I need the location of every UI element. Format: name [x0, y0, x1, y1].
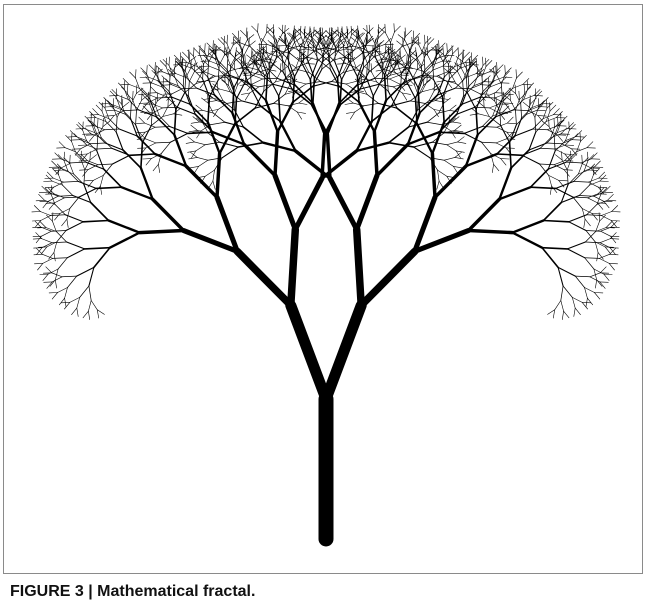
- figure-caption: FIGURE 3 | Mathematical fractal.: [10, 583, 255, 601]
- figure-panel: [3, 4, 643, 574]
- fractal-tree-image: [4, 5, 642, 573]
